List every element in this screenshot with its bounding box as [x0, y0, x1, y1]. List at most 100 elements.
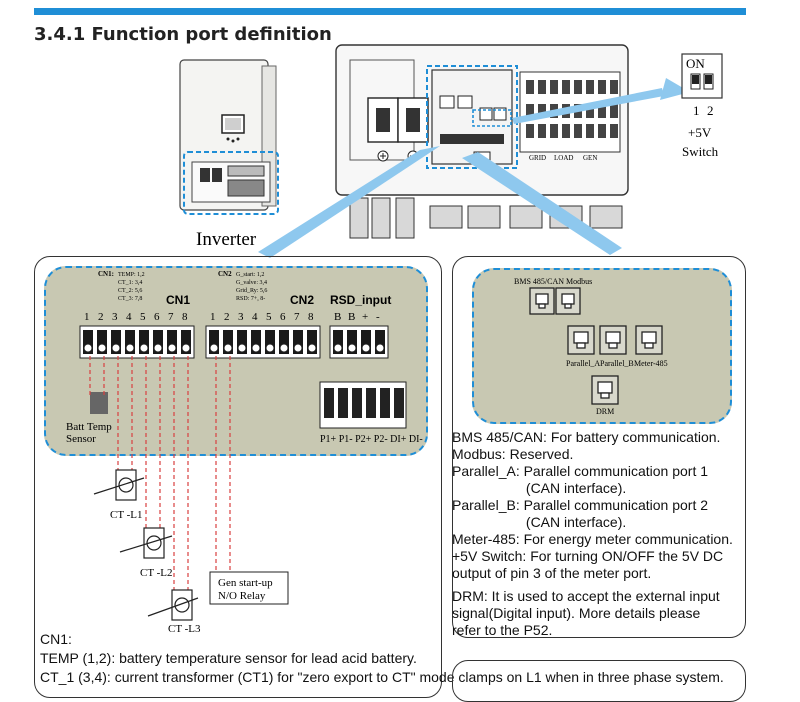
comm-ports-diagram: BMS 485/CAN Modbus Parallel_A Parallel_B… — [514, 277, 668, 416]
batt-temp-label-2: Sensor — [66, 433, 96, 445]
svg-text:+: + — [362, 311, 368, 323]
svg-text:B: B — [334, 311, 341, 323]
svg-text:5: 5 — [266, 311, 272, 323]
plus5v-switch-icon — [681, 53, 723, 99]
terminal-screw — [251, 330, 261, 354]
terminal-screw-head — [307, 343, 317, 353]
svg-text:3: 3 — [112, 311, 118, 323]
switch-1-label: 1 — [693, 103, 700, 118]
cn1-small-item-4: CT_3: 7,8 — [118, 296, 142, 302]
terminal-screw — [181, 330, 191, 354]
terminal-screw-head — [97, 343, 107, 353]
terminal-screw-head — [139, 343, 149, 353]
batt-temp-sensor-icon — [90, 392, 108, 414]
rj45-port-icons — [529, 287, 663, 405]
cn1-small-item-3: CT_2: 5,6 — [118, 288, 142, 294]
terminal-screw-head — [251, 343, 261, 353]
svg-text:1: 1 — [210, 311, 216, 323]
ct-l3-label: CT -L3 — [168, 623, 201, 635]
terminal-screw — [333, 330, 343, 354]
svg-text:6: 6 — [280, 311, 286, 323]
terminal-screw — [111, 330, 121, 354]
parallel-a-label: Parallel_A — [566, 359, 600, 368]
svg-text:4: 4 — [252, 311, 258, 323]
cn1-small-item-1: TEMP: 1,2 — [118, 272, 145, 278]
drm-label: DRM — [596, 407, 614, 416]
ct-l2-label: CT -L2 — [140, 567, 173, 579]
svg-text:7: 7 — [168, 311, 174, 323]
terminal-screw-head — [265, 343, 275, 353]
section-heading: 3.4.1 Function port definition — [34, 24, 332, 45]
switch-on-label: ON — [686, 56, 705, 71]
terminal-screw — [237, 330, 247, 354]
inverter-port-panel — [335, 44, 629, 239]
parallel-b-label: Parallel_B — [600, 359, 634, 368]
terminal-screw — [279, 330, 289, 354]
terminal-screw-head — [375, 343, 385, 353]
cn1-section-title: CN1: — [40, 631, 72, 647]
svg-text:-: - — [376, 311, 380, 323]
svg-text:B: B — [348, 311, 355, 323]
grid-label: GRID — [529, 154, 546, 162]
terminal-screw-head — [209, 343, 219, 353]
relay-label-1: Gen start-up — [218, 577, 273, 589]
svg-text:3: 3 — [238, 311, 244, 323]
terminal-screw-head — [223, 343, 233, 353]
cn1-small-title: CN1: — [98, 270, 114, 278]
cn1-label: CN1 — [166, 293, 190, 307]
meter-485-label: Meter-485 — [634, 359, 668, 368]
top-accent-bar — [34, 8, 746, 15]
cn1-temp-line: TEMP (1,2): battery temperature sensor f… — [40, 650, 417, 666]
terminal-screw — [167, 330, 177, 354]
cn2-small-item-2: G_valve: 3,4 — [236, 280, 267, 286]
bms-modbus-description: BMS 485/CAN: For battery communication. … — [452, 429, 721, 462]
rsd-input-label: RSD_input — [330, 293, 391, 307]
terminal-screw-head — [167, 343, 177, 353]
terminal-screw — [265, 330, 275, 354]
svg-text:5: 5 — [140, 311, 146, 323]
terminal-screw — [361, 330, 371, 354]
terminal-screw-head — [279, 343, 289, 353]
terminal-screw — [347, 330, 357, 354]
terminal-screw-head — [333, 343, 343, 353]
svg-text:7: 7 — [294, 311, 300, 323]
port-description-panel-continued — [452, 660, 746, 702]
cn2-small-item-4: RSD: 7+, 8- — [236, 296, 265, 302]
terminal-screw — [375, 330, 385, 354]
terminal-screw-head — [83, 343, 93, 353]
parallel-b-description: Parallel_B: Parallel communication port … — [452, 497, 709, 530]
meter-switch-description: Meter-485: For energy meter communicatio… — [452, 531, 733, 581]
svg-text:8: 8 — [308, 311, 314, 323]
parallel-pin-labels: P1+ P1- P2+ P2- DI+ DI- — [320, 434, 423, 445]
terminal-screw-head — [125, 343, 135, 353]
cn2-small-title: CN2 — [218, 270, 232, 278]
cn1-small-item-2: CT_1: 3,4 — [118, 280, 142, 286]
svg-text:8: 8 — [182, 311, 188, 323]
terminal-screw-head — [181, 343, 191, 353]
load-label: LOAD — [554, 154, 573, 162]
cn2-label: CN2 — [290, 293, 314, 307]
switch-2-label: 2 — [707, 103, 714, 118]
inverter-port-highlight — [183, 151, 279, 215]
terminal-screw-head — [153, 343, 163, 353]
ct-l1-label: CT -L1 — [110, 509, 143, 521]
switch-caption-2: Switch — [682, 144, 719, 159]
terminal-screw-head — [361, 343, 371, 353]
parallel-terminal-block — [319, 381, 407, 429]
cn-wiring-diagram: CN1: TEMP: 1,2 CT_1: 3,4 CT_2: 5,6 CT_3:… — [66, 270, 423, 635]
terminal-screw — [97, 330, 107, 354]
parallel-a-description: Parallel_A: Parallel communication port … — [452, 463, 709, 496]
terminal-screw — [209, 330, 219, 354]
terminal-screw — [125, 330, 135, 354]
terminal-screw-head — [293, 343, 303, 353]
inverter-label: Inverter — [196, 229, 257, 250]
terminal-screw — [139, 330, 149, 354]
svg-text:4: 4 — [126, 311, 132, 323]
switch-caption-1: +5V — [688, 125, 712, 140]
batt-temp-label-1: Batt Temp — [66, 421, 112, 433]
terminal-screw-head — [237, 343, 247, 353]
callout-arrows — [258, 78, 690, 258]
